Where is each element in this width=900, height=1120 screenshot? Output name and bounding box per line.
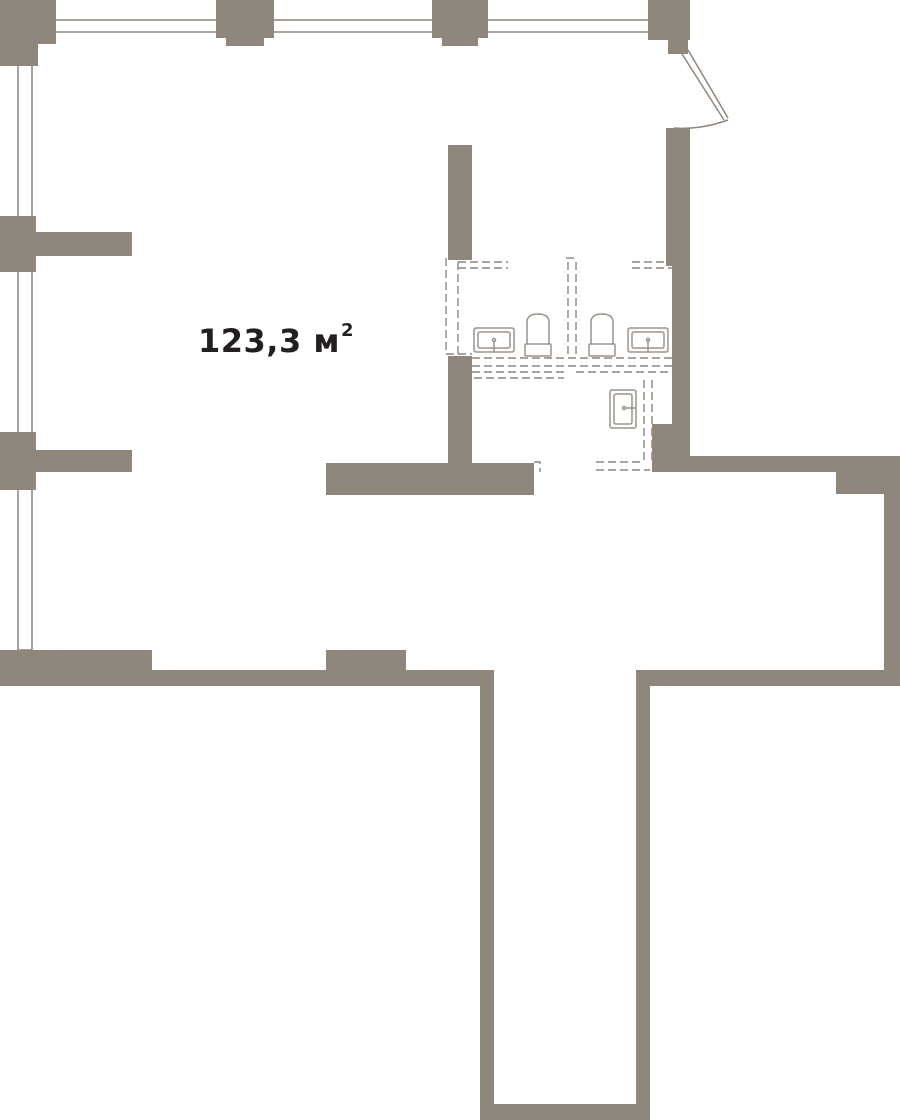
wall-inner-vertical-upper [448, 145, 472, 260]
column-left-2 [0, 432, 36, 490]
wall-right-lower [672, 266, 690, 456]
restroom-partitions [445, 257, 672, 472]
wall-right-upper [666, 128, 690, 266]
wall-bottom-mid [152, 670, 494, 686]
area-label: 123,3 м2 [198, 320, 388, 366]
wall-right-extension [480, 456, 900, 1120]
column-top-2 [216, 0, 274, 38]
area-value: 123,3 [198, 322, 302, 360]
partition-left-2 [36, 450, 132, 472]
restroom-fixtures [473, 313, 669, 429]
column-top-3b [442, 38, 478, 46]
column-left-1 [0, 216, 36, 272]
sink-hall [609, 389, 637, 429]
toilet-left [524, 313, 552, 357]
column-bottom [326, 650, 406, 670]
sink-left [473, 327, 515, 353]
entrance-door [673, 49, 729, 130]
wall-inner-vertical-lower [448, 356, 472, 466]
wall-inner-horizontal [326, 463, 534, 495]
wall-bottom-left [0, 650, 152, 686]
column-top-4b [668, 40, 688, 54]
column-top-1 [0, 0, 56, 44]
toilet-right [588, 313, 616, 357]
column-top-3 [432, 0, 488, 38]
column-top-2b [226, 38, 264, 46]
area-unit-exponent: 2 [341, 320, 355, 342]
sink-right [627, 327, 669, 353]
area-unit: м [313, 322, 341, 360]
window-frame-top [29, 19, 683, 33]
partition-left-1 [36, 232, 132, 256]
column-top-1b [0, 44, 38, 66]
window-frame-left [17, 39, 33, 651]
column-top-4 [648, 0, 690, 40]
